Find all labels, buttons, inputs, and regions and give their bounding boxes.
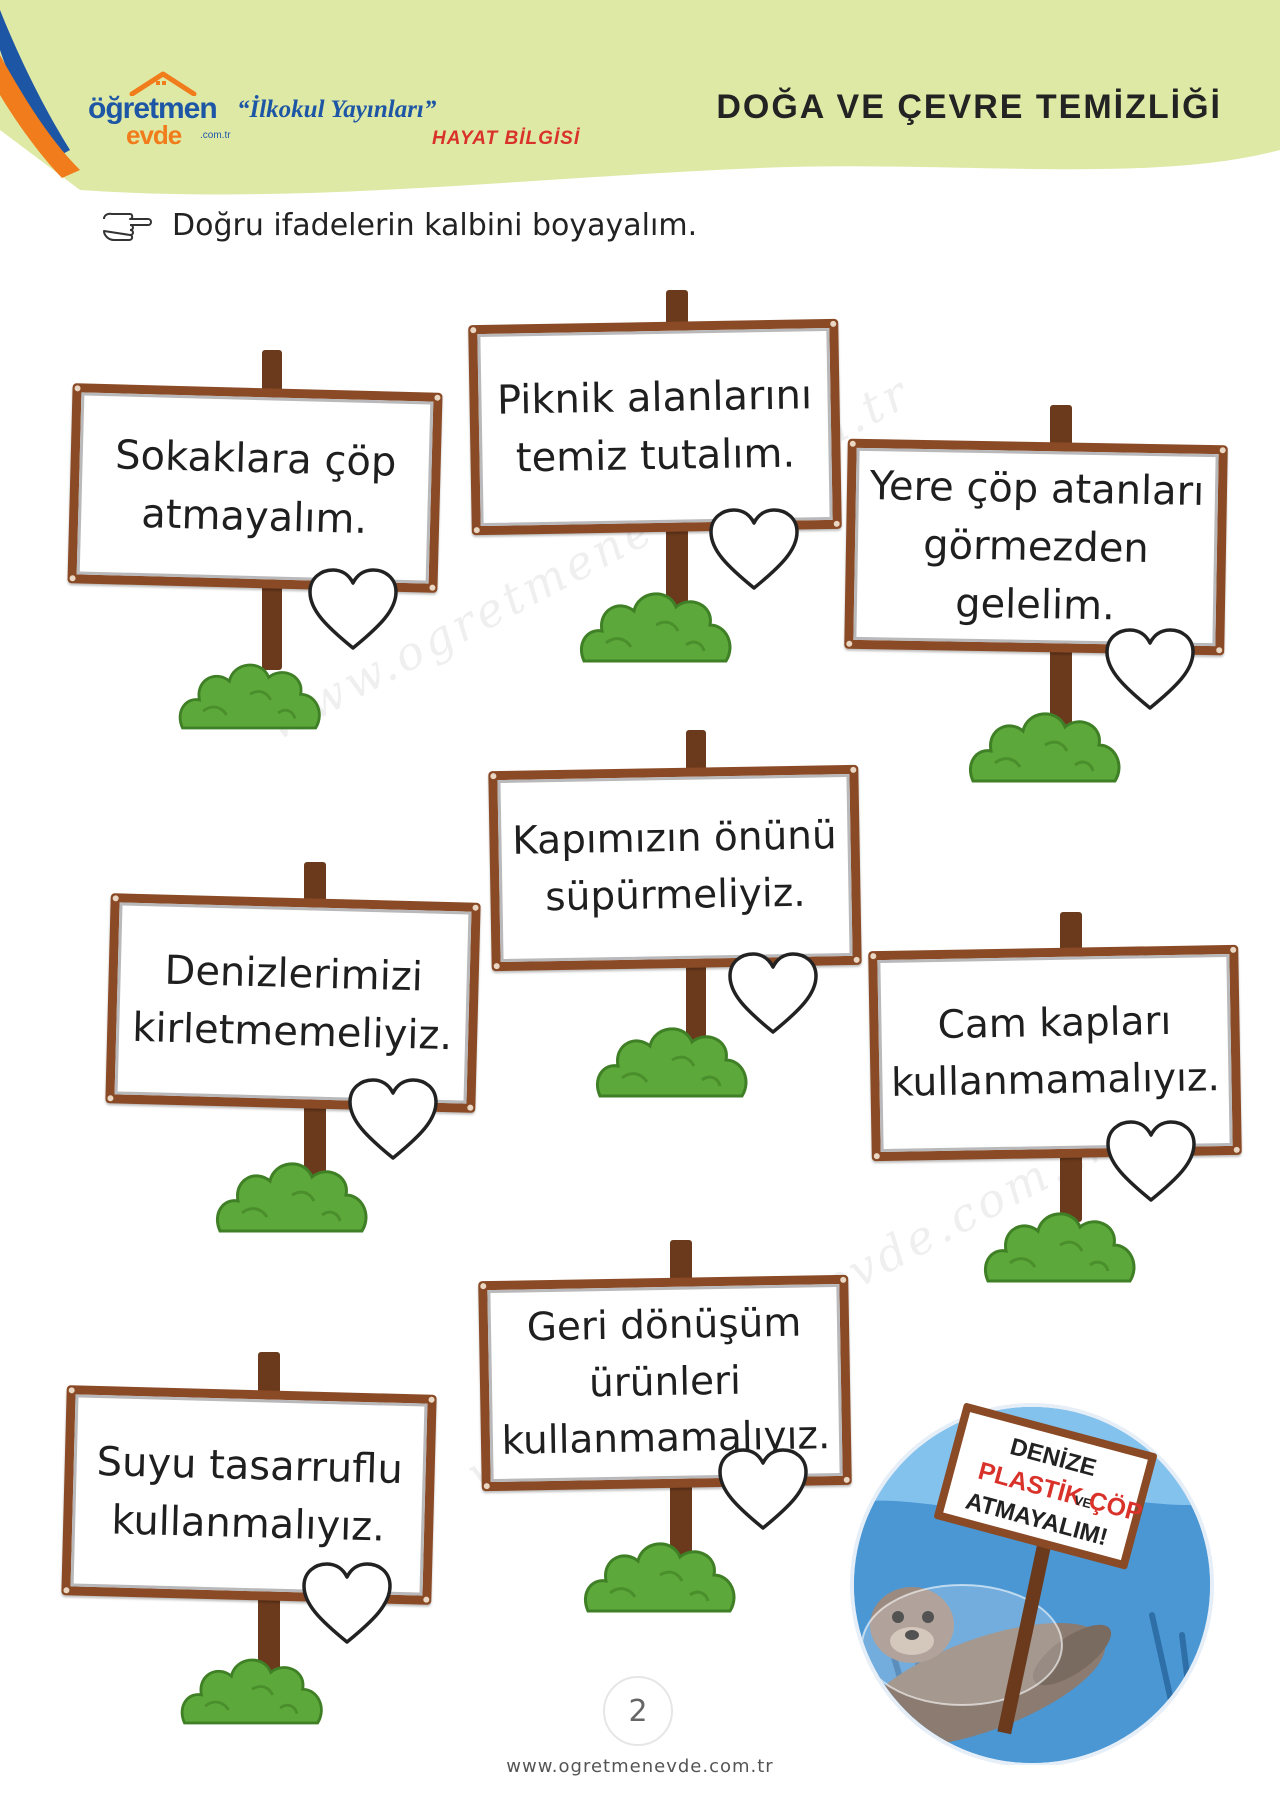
rivet — [112, 895, 119, 902]
sign-statement: Denizlerimizi kirletmemeliyiz. — [131, 947, 453, 1060]
rivet — [423, 1596, 430, 1603]
rivet — [849, 440, 856, 447]
sign-statement: Yere çöp atanları görmezden gelelim. — [869, 463, 1205, 630]
sign-panel: Denizlerimizi kirletmemeliyiz. — [114, 902, 472, 1104]
rivet — [74, 385, 81, 392]
rivet — [1233, 1146, 1240, 1153]
sea-protection-badge: DENİZE PLASTİK VE ÇÖP ATMAYALIM! — [850, 1402, 1214, 1765]
page-number: 2 — [603, 1676, 673, 1746]
rivet — [470, 327, 477, 334]
rivet — [846, 640, 853, 647]
bush-icon — [215, 1161, 368, 1232]
rivet — [107, 1095, 114, 1102]
rivet — [428, 1396, 435, 1403]
heart-checkbox-3[interactable] — [1103, 626, 1197, 714]
sign-panel: Piknik alanlarını temiz tutalım. — [477, 327, 833, 527]
rivet — [472, 904, 479, 911]
heart-checkbox-4[interactable] — [726, 950, 820, 1038]
heart-checkbox-6[interactable] — [1104, 1118, 1198, 1206]
sign-board-4: Kapımızın önünü süpürmeliyiz. — [488, 764, 862, 972]
sign-statement: Kapımızın önünü süpürmeliyiz. — [511, 813, 838, 921]
heart-icon — [718, 1448, 808, 1530]
heart-checkbox-8[interactable] — [300, 1560, 394, 1648]
rivet — [833, 520, 840, 527]
sign-statement: Cam kapları kullanmamalıyız. — [890, 999, 1221, 1106]
sign-statement: Sokaklara çöp atmayalım. — [114, 432, 397, 543]
bush-icon — [968, 711, 1121, 782]
sign-panel: Kapımızın önünü süpürmeliyiz. — [497, 773, 853, 963]
bush-icon — [579, 591, 732, 662]
publisher-name: “İlkokul Yayınları” — [237, 96, 437, 123]
rivet — [1216, 647, 1223, 654]
heart-icon — [709, 508, 799, 590]
logo-tld-text: .com.tr — [200, 130, 231, 141]
heart-checkbox-1[interactable] — [306, 566, 400, 654]
rivet — [429, 584, 436, 591]
publisher-logo: öğretmen evde .com.tr — [88, 70, 248, 160]
bush-icon — [180, 1658, 323, 1725]
rivet — [68, 1387, 75, 1394]
rivet — [1219, 447, 1226, 454]
subject-label: HAYAT BİLGİSİ — [432, 128, 581, 149]
sign-statement: Suyu tasarruflu kullanmalıyız. — [96, 1439, 404, 1551]
bush-icon — [983, 1211, 1136, 1282]
rivet — [840, 1276, 847, 1283]
badge-line-2b: VE — [1072, 1492, 1093, 1511]
bush-icon — [178, 663, 321, 730]
heart-icon — [302, 1562, 392, 1644]
rivet — [483, 1483, 490, 1490]
rivet — [480, 1283, 487, 1290]
instruction-text: Doğru ifadelerin kalbini boyayalım. — [172, 207, 698, 243]
sign-board-1: Sokaklara çöp atmayalım. — [67, 383, 443, 593]
rivet — [63, 1587, 70, 1594]
rivet — [873, 1153, 880, 1160]
pointing-hand-icon — [103, 212, 152, 241]
heart-icon — [348, 1078, 438, 1160]
header-band — [0, 0, 1280, 195]
instruction: Doğru ifadelerin kalbini boyayalım. — [100, 200, 697, 250]
rivet — [870, 953, 877, 960]
rivet — [434, 394, 441, 401]
footer-url: www.ogretmenevde.com.tr — [506, 1756, 774, 1777]
bush-icon — [583, 1541, 736, 1612]
sign-statement: Geri dönüşüm ürünleri kullanmamalıyız. — [501, 1300, 831, 1465]
sign-statement: Piknik alanlarını temiz tutalım. — [496, 372, 813, 482]
sign-panel: Sokaklara çöp atmayalım. — [76, 392, 434, 584]
rivet — [850, 766, 857, 773]
logo-main-text: öğretmen — [88, 92, 218, 125]
page-title: DOĞA VE ÇEVRE TEMİZLİĞİ — [716, 88, 1222, 126]
rivet — [473, 527, 480, 534]
heart-checkbox-5[interactable] — [346, 1076, 440, 1164]
rivet — [493, 963, 500, 970]
heart-checkbox-7[interactable] — [716, 1446, 810, 1534]
heart-icon — [1106, 1120, 1196, 1202]
heart-icon — [728, 952, 818, 1034]
sign-board-2: Piknik alanlarını temiz tutalım. — [468, 318, 842, 536]
rivet — [830, 320, 837, 327]
rivet — [467, 1104, 474, 1111]
rivet — [490, 773, 497, 780]
rivet — [1230, 946, 1237, 953]
heart-checkbox-2[interactable] — [707, 506, 801, 594]
bush-icon — [595, 1026, 748, 1097]
rivet — [853, 956, 860, 963]
sign-panel: Yere çöp atanları görmezden gelelim. — [853, 447, 1219, 647]
sign-board-3: Yere çöp atanları görmezden gelelim. — [844, 438, 1228, 656]
rivet — [69, 575, 76, 582]
heart-icon — [308, 568, 398, 650]
house-roof-icon — [129, 71, 197, 96]
heart-icon — [1105, 628, 1195, 710]
logo-sub-text: evde — [126, 120, 182, 150]
